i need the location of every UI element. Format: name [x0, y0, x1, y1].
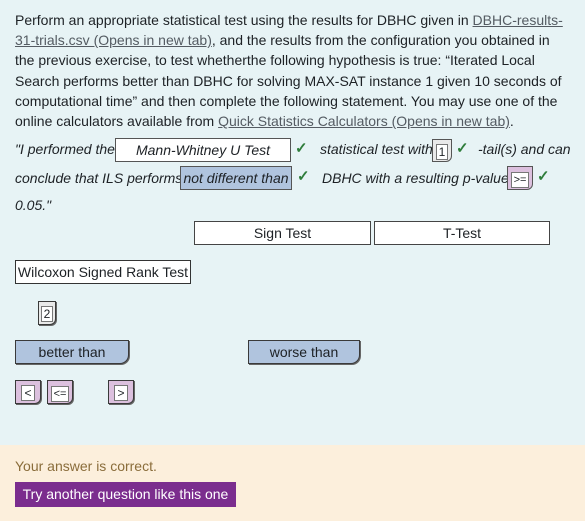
option-better-than[interactable]: better than: [15, 340, 129, 364]
greater-than-value: >: [114, 385, 128, 401]
option-less-than[interactable]: <: [15, 380, 41, 404]
tail-2-value: 2: [40, 306, 54, 322]
less-equal-value: <=: [50, 386, 70, 402]
question-intro: Perform an appropriate statistical test …: [15, 12, 473, 28]
statistics-calculators-link[interactable]: Quick Statistics Calculators (Opens in n…: [218, 113, 510, 130]
option-less-equal[interactable]: <=: [47, 380, 73, 404]
feedback-message: Your answer is correct.: [15, 458, 157, 474]
statement-part3: -tail(s) and can: [478, 141, 571, 157]
less-than-value: <: [21, 385, 35, 401]
tails-dropzone[interactable]: 1: [432, 139, 452, 162]
question-end: .: [509, 113, 514, 130]
option-wilcoxon-signed-rank-test[interactable]: Wilcoxon Signed Rank Test: [15, 260, 191, 284]
option-sign-test[interactable]: Sign Test: [194, 221, 371, 245]
option-worse-than[interactable]: worse than: [248, 340, 360, 364]
question-text: Perform an appropriate statistical test …: [15, 10, 570, 131]
test-dropzone[interactable]: Mann-Whitney U Test: [115, 138, 291, 162]
statement-part2: statistical test with: [320, 141, 433, 157]
correct-check-icon: ✓: [456, 140, 469, 157]
option-t-test[interactable]: T-Test: [374, 221, 550, 245]
statement-part4: conclude that ILS performs: [15, 170, 183, 186]
option-greater-than[interactable]: >: [108, 380, 134, 404]
statement-part5: DBHC with a resulting p-value: [322, 170, 509, 186]
question-body: , and the results from the configuration…: [15, 32, 562, 130]
correct-check-icon: ✓: [295, 140, 308, 157]
comparison-dropzone[interactable]: not different than: [180, 166, 292, 190]
operator-dropzone[interactable]: >=: [507, 166, 533, 190]
try-another-question-button[interactable]: Try another question like this one: [15, 482, 236, 507]
dbhc-results-link[interactable]: DBHC-results-31-trials.csv (Opens in new…: [15, 12, 563, 49]
correct-check-icon: ✓: [537, 168, 550, 185]
option-tail-2[interactable]: 2: [38, 301, 56, 325]
tails-value: 1: [435, 144, 449, 160]
statement-part1: "I performed the: [15, 141, 115, 157]
correct-check-icon: ✓: [297, 168, 310, 185]
statement-part6: 0.05.": [15, 197, 52, 213]
operator-value: >=: [510, 172, 530, 188]
